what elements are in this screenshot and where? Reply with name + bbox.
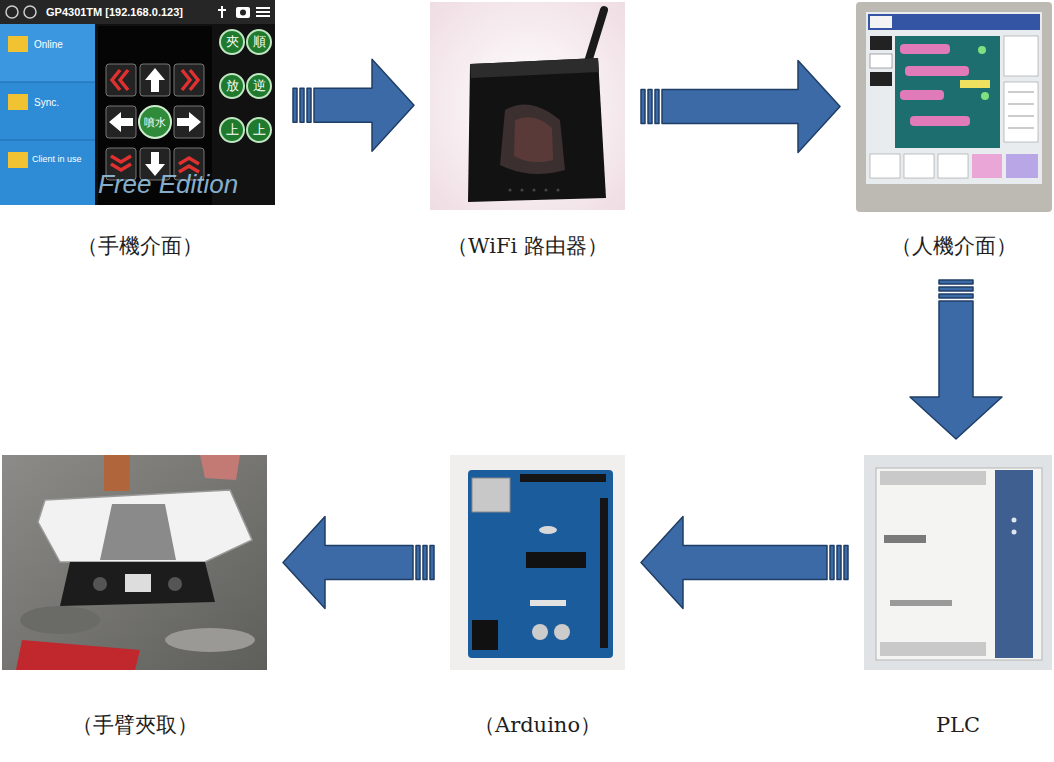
arrow-tail-stripe (837, 546, 841, 580)
arrow-tail-stripe (830, 546, 834, 580)
arrow-tail-stripe (939, 287, 973, 291)
button-label-box: 上 (249, 122, 269, 138)
arrow-tail-stripe (939, 294, 973, 298)
photo-node: （人機介面） (856, 2, 1052, 264)
photo-caption: （Arduino） (474, 711, 601, 739)
photo-node: （Arduino） (450, 455, 625, 743)
photo-node: （手臂夾取） (2, 455, 267, 743)
block-arrow-body (641, 517, 827, 609)
button-label: 放 (222, 78, 242, 94)
arrow-tail-stripe (939, 280, 973, 284)
arrow-tail-stripe (293, 88, 297, 122)
block-arrow (293, 59, 414, 151)
block-arrow (910, 280, 1002, 439)
button-label-box: 上 (222, 122, 242, 138)
arrow-tail-stripe (300, 88, 304, 122)
menu-item-box: Sync. (34, 96, 92, 109)
watermark-box: Free Edition (98, 168, 273, 201)
arrow-tail-stripe (641, 90, 645, 124)
arrow-tail-stripe (430, 546, 434, 580)
button-label: 夾 (222, 34, 242, 50)
button-label-box: 噴水 (140, 115, 170, 129)
block-arrow (283, 517, 434, 609)
hmi-photo (856, 2, 1052, 212)
watermark: Free Edition (98, 168, 273, 201)
phone-screen (0, 0, 275, 205)
photo-caption: （人機介面） (891, 232, 1017, 260)
block-arrow (641, 517, 848, 609)
router-photo (430, 2, 625, 210)
arrow-tail-stripe (655, 90, 659, 124)
button-label: 噴水 (140, 115, 170, 129)
block-arrow-body (662, 61, 840, 153)
menu-item-box: Client in use (32, 154, 94, 165)
plc-photo (864, 455, 1052, 670)
block-arrow (641, 61, 840, 153)
photo-caption: （WiFi 路由器） (447, 232, 608, 260)
arrow-tail-stripe (416, 546, 420, 580)
button-label-box: 夾 (222, 34, 242, 50)
block-arrow-body (283, 517, 413, 609)
photo-node: PLC (864, 455, 1052, 743)
button-label: 逆 (249, 78, 269, 94)
gripper-photo (2, 455, 267, 670)
menu-item: Client in use (32, 154, 94, 165)
button-label: 上 (249, 122, 269, 138)
button-label-box: 順 (249, 34, 269, 50)
photo-node: （WiFi 路由器） (430, 2, 625, 264)
menu-item: Online (34, 38, 92, 51)
screen-title: GP4301TM [192.168.0.123] (46, 5, 218, 19)
arrow-tail-stripe (648, 90, 652, 124)
button-label: 上 (222, 122, 242, 138)
menu-item: Sync. (34, 96, 92, 109)
arduino-photo (450, 455, 625, 670)
button-label: 順 (249, 34, 269, 50)
screen-title-box: GP4301TM [192.168.0.123] (46, 5, 218, 19)
menu-item-box: Online (34, 38, 92, 51)
arrow-tail-stripe (307, 88, 311, 122)
photo-caption: （手機介面） (77, 232, 203, 260)
arrow-tail-stripe (844, 546, 848, 580)
arrow-tail-stripe (423, 546, 427, 580)
block-arrow-body (314, 59, 414, 151)
button-label-box: 放 (222, 78, 242, 94)
photo-caption: （手臂夾取） (72, 711, 198, 739)
button-label-box: 逆 (249, 78, 269, 94)
block-arrow-body (910, 301, 1002, 439)
photo-caption: PLC (936, 711, 980, 739)
